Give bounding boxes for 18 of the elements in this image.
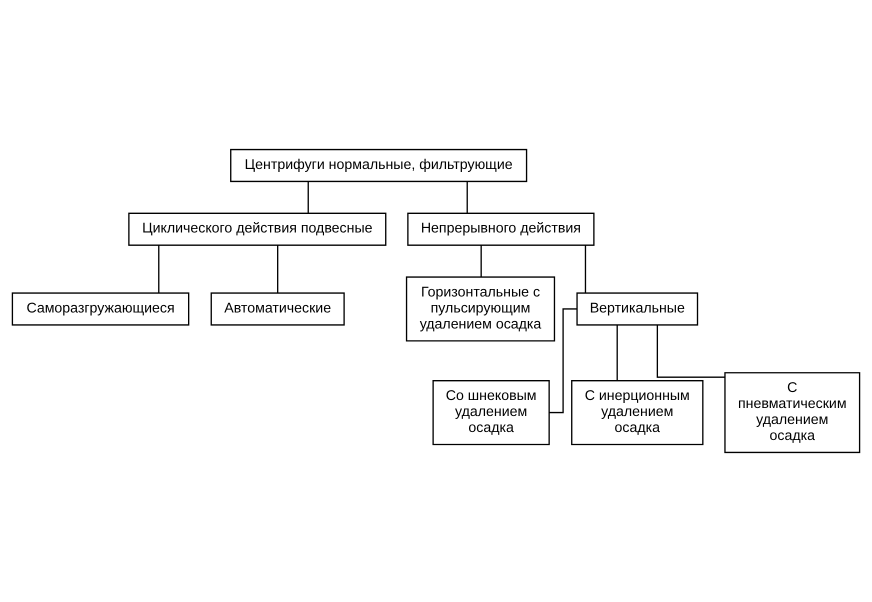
- connector: [158, 245, 160, 293]
- node-box: Центрифуги нормальные, фильтрующие: [230, 148, 528, 182]
- node-box: Со шнековым удалением осадка: [432, 380, 550, 446]
- connector: [308, 182, 309, 213]
- node-box: Саморазгружающиеся: [12, 292, 190, 326]
- node-box: Циклического действия подвесные: [128, 212, 386, 246]
- node-box: Непрерывного действия: [407, 212, 595, 246]
- connector: [466, 182, 468, 213]
- connector: [656, 325, 725, 378]
- connector: [584, 245, 586, 293]
- node-box: Вертикальные: [576, 292, 698, 326]
- node-box: Горизонтальные с пульсирующим удалением осадка: [406, 276, 556, 342]
- node-box: Автоматические: [210, 292, 345, 326]
- node-box: С пневматическим удалением осадка: [724, 372, 860, 454]
- node-box: С инерционным удалением осадка: [571, 380, 704, 446]
- connector: [277, 245, 278, 293]
- connector: [480, 245, 482, 278]
- connector: [616, 324, 618, 381]
